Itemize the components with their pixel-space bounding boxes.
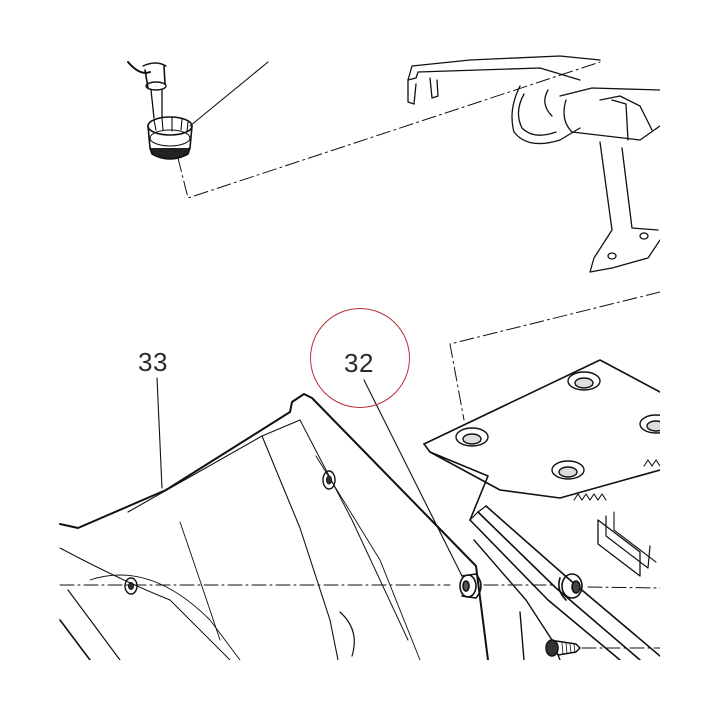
callout-highlight-circle bbox=[310, 308, 410, 408]
leader-line-32 bbox=[363, 379, 463, 577]
part-33-panel bbox=[59, 393, 489, 660]
bracket-handle-assembly bbox=[407, 55, 660, 273]
grommet-connector-part bbox=[127, 61, 601, 199]
leader-line-33 bbox=[156, 377, 163, 489]
callout-label-33: 33 bbox=[138, 347, 168, 377]
callout-label-32: 32 bbox=[344, 348, 374, 378]
assembly-axis-line bbox=[449, 291, 660, 421]
rail-bushing bbox=[558, 573, 583, 601]
part-32-bushing bbox=[459, 573, 482, 599]
screw-part bbox=[545, 639, 660, 657]
mounting-plate bbox=[423, 359, 660, 577]
rail-strip bbox=[469, 505, 660, 660]
